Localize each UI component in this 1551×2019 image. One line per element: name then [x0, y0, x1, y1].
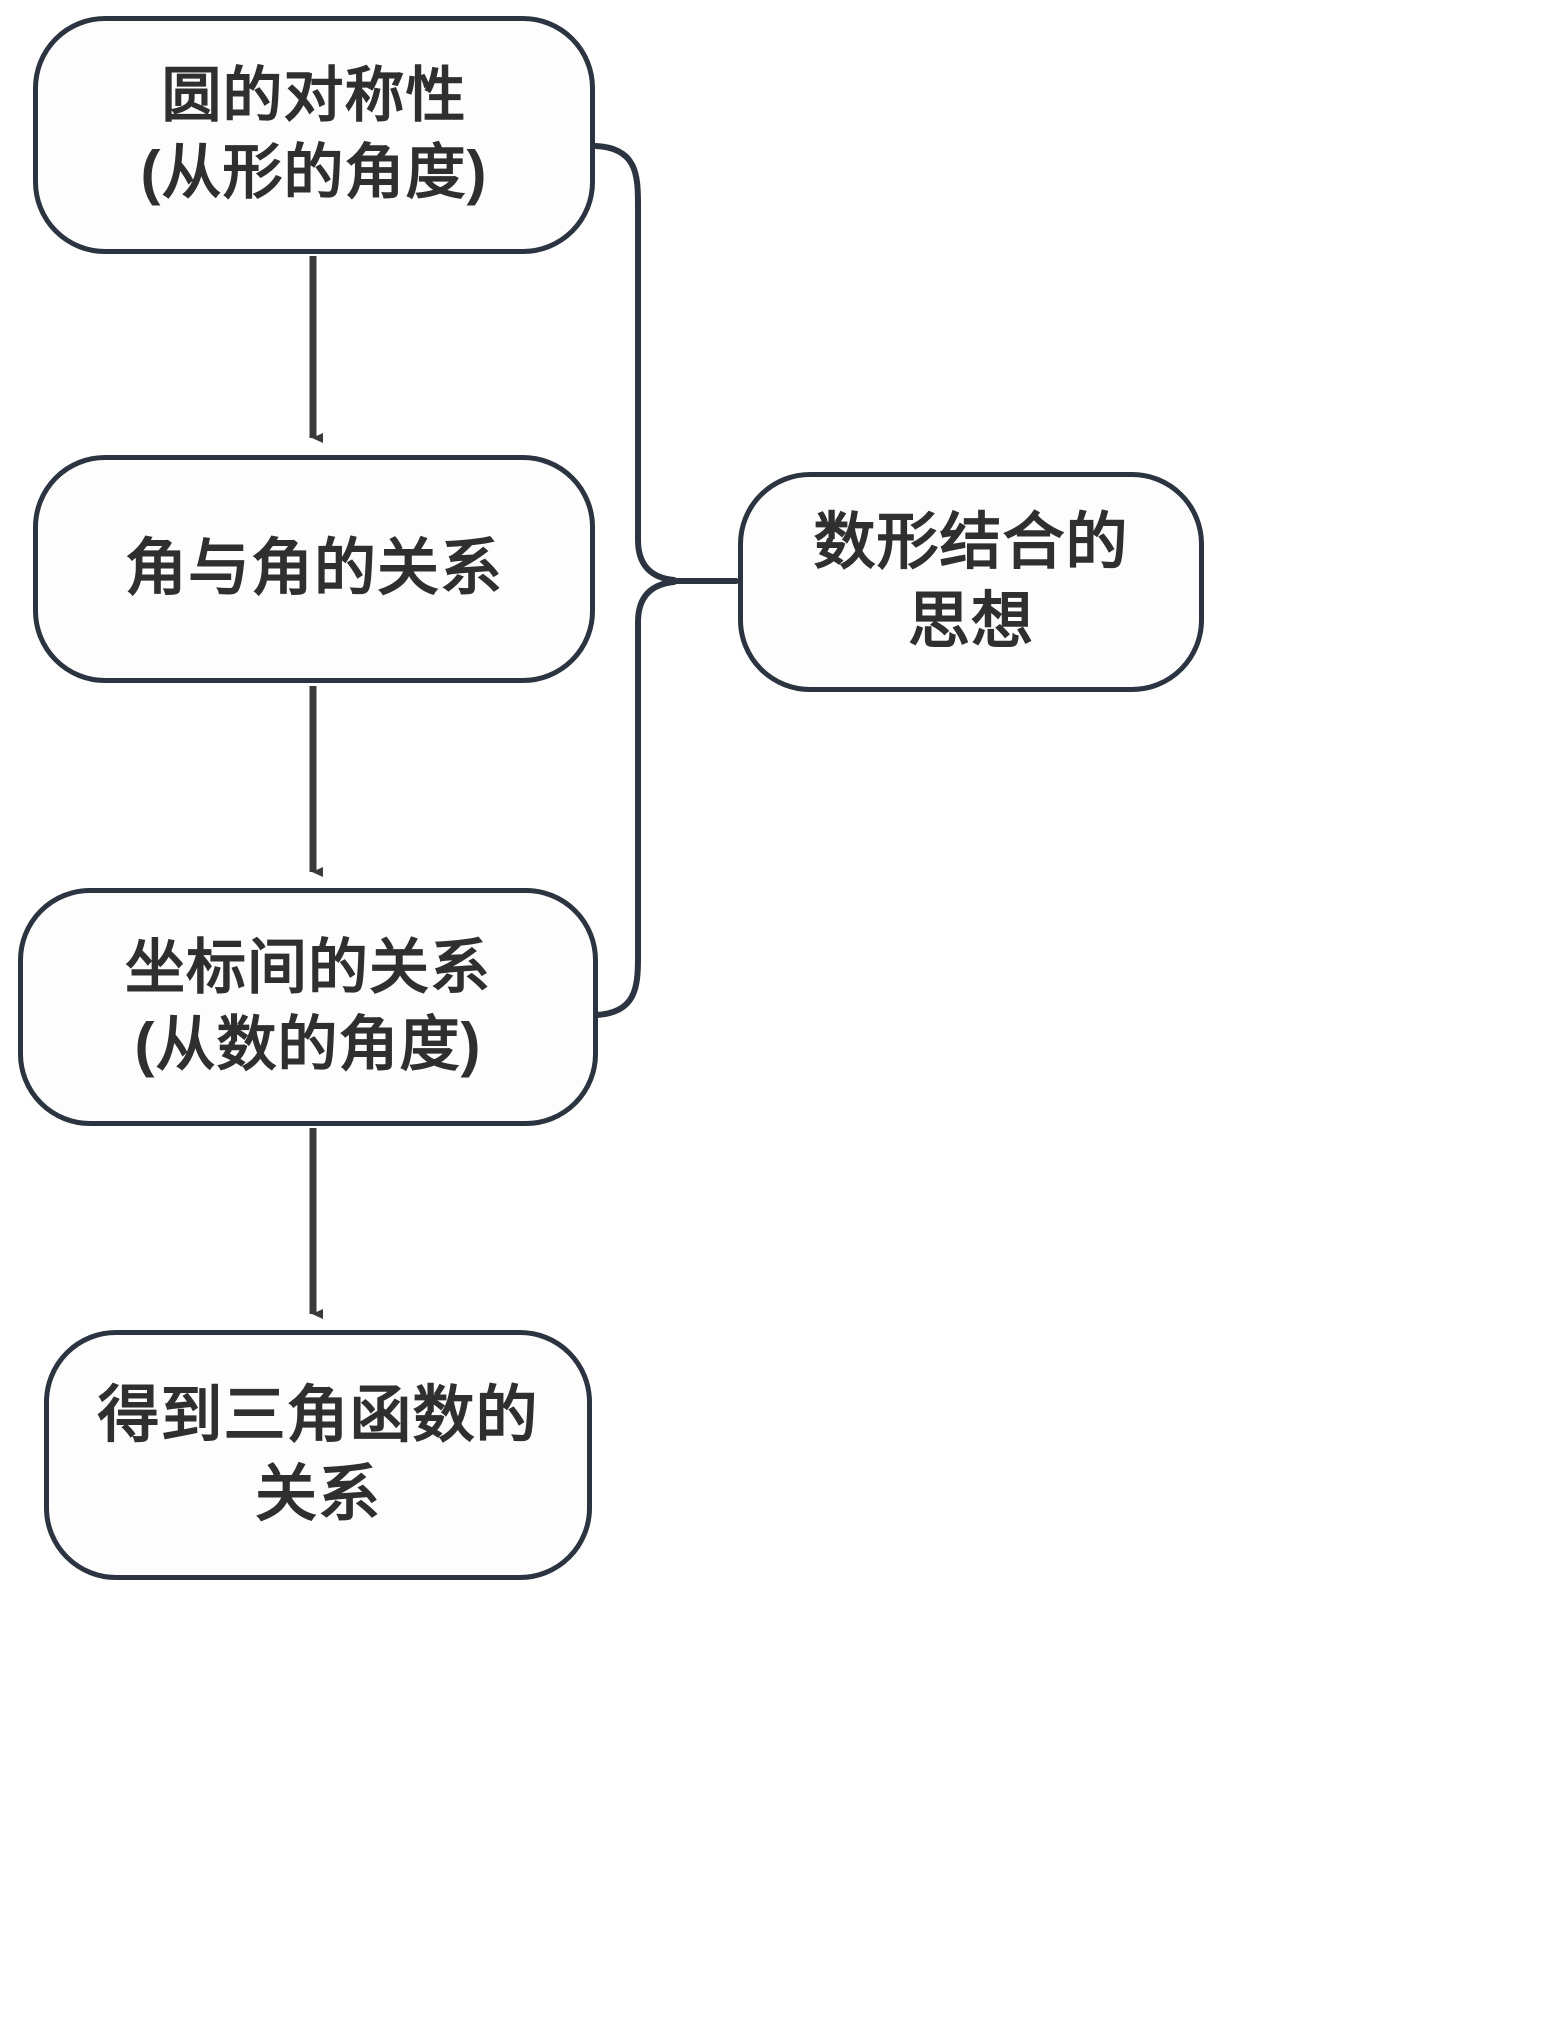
node-label-thought: 数形结合的 思想 [813, 507, 1129, 656]
node-angle-relation[interactable]: 角与角的关系 [33, 455, 595, 683]
edge-brace-thought [593, 143, 739, 1018]
node-label-angle: 角与角的关系 [124, 534, 503, 604]
node-coordinate-relation[interactable]: 坐标间的关系 (从数的角度) [18, 888, 598, 1126]
node-label-coord: 坐标间的关系 (从数的角度) [125, 934, 491, 1078]
node-label-trig: 得到三角函数的 关系 [97, 1380, 539, 1529]
node-number-shape-thought[interactable]: 数形结合的 思想 [738, 472, 1204, 692]
node-label-symmetry: 圆的对称性 (从形的角度) [140, 62, 488, 206]
node-circle-symmetry[interactable]: 圆的对称性 (从形的角度) [33, 16, 595, 254]
node-trig-function-relation[interactable]: 得到三角函数的 关系 [44, 1330, 592, 1580]
